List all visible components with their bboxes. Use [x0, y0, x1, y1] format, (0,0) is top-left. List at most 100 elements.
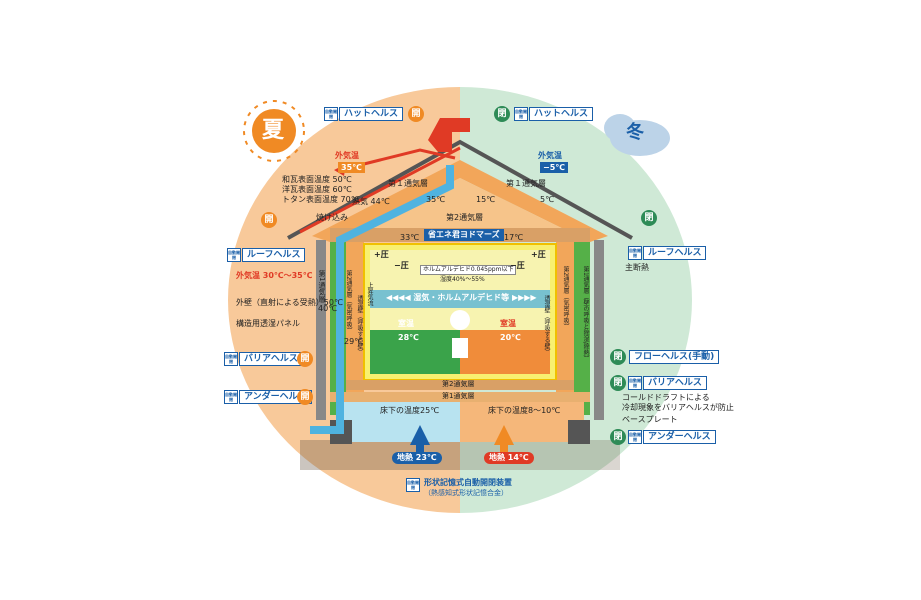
- note-panel: 構造用透湿パネル: [236, 319, 300, 328]
- wall-left-temp-40: 40℃: [318, 304, 338, 313]
- wall-left-layer1: 第1通気層: [318, 270, 326, 303]
- arrow-up-right: [494, 425, 514, 455]
- room-right-label: 室温: [500, 319, 516, 328]
- flow-health-label: フローヘルス(手動): [629, 350, 720, 364]
- auto-icon: 自動開閉: [628, 430, 642, 444]
- barrier-health-left-label: バリアヘルス: [239, 352, 303, 366]
- roof-health-right-label: ルーフヘルス: [643, 246, 707, 260]
- roof-health-left: 自動開閉 ルーフヘルス: [227, 248, 306, 262]
- attic-temp-33: 33℃: [400, 233, 420, 242]
- outside-temp-summer-value: 35℃: [338, 162, 365, 173]
- hat-health-left-label: ハットヘルス: [339, 107, 404, 121]
- roof-temp-35: 35℃: [426, 195, 446, 204]
- roof-health-left-label: ルーフヘルス: [242, 248, 306, 262]
- under-health-right-state: 閉: [610, 429, 626, 445]
- underfloor-left-temp: 床下の温度25℃: [380, 406, 440, 415]
- cloud-puff: [604, 114, 636, 142]
- pressure-plus-left: +圧: [374, 250, 389, 259]
- barrier-health-right-state: 閉: [610, 375, 626, 391]
- plant-pot: [452, 338, 468, 358]
- roof-health-right: 自動開閉 ルーフヘルス: [628, 246, 707, 260]
- floor-layer2: [346, 380, 574, 390]
- wall-right-layer1: 第1通気層（壁の呼吸と除湿/除熱）: [582, 266, 589, 362]
- attic-temp-17: 17℃: [504, 233, 524, 242]
- wall-right-permeable: 透湿壁（呼吸する壁）: [543, 295, 550, 355]
- winter-label: 冬: [626, 122, 644, 143]
- outside-temp-winter-value: −5℃: [540, 162, 568, 173]
- legend-auto-icon: 自動開閉: [406, 478, 420, 492]
- legend-badge: 自動開閉: [406, 478, 420, 492]
- hat-health-left-state: 開: [408, 106, 424, 122]
- roof-note-2: 洋瓦表面温度 60℃: [282, 185, 352, 194]
- roof-heat: 熱気 44℃: [352, 197, 390, 206]
- note-base-plate: ベースプレート: [622, 415, 678, 424]
- floor-layer1: [330, 392, 590, 402]
- room-right-value: 20℃: [500, 333, 521, 342]
- legend-line2: （熱感知式形状記憶合金）: [424, 489, 508, 497]
- under-health-left-state: 開: [297, 389, 313, 405]
- under-health-left: 自動開閉 アンダーヘルス: [224, 390, 312, 404]
- barrier-health-left-state: 開: [297, 351, 313, 367]
- wall-left-temp-29: 29℃: [344, 337, 364, 346]
- roof-health-right-state: 閉: [641, 210, 657, 226]
- roof-attic-left: [312, 160, 460, 242]
- auto-icon: 自動開閉: [628, 376, 642, 390]
- hat-vent: [428, 118, 470, 152]
- sun: [252, 109, 296, 153]
- roof-layer1-left: 第１通気層: [388, 179, 428, 188]
- pressure-plus-right: +圧: [531, 250, 546, 259]
- sun-ring: [243, 100, 305, 162]
- room-left-label: 室温: [398, 319, 414, 328]
- flow-health: フローヘルス(手動): [628, 350, 720, 364]
- roof-burn: 焼け込み: [316, 213, 348, 222]
- air-flow-band: ◀◀◀◀ 湿気・ホルムアルデヒド等 ▶▶▶▶: [386, 293, 537, 302]
- auto-icon: 自動開閉: [224, 352, 238, 366]
- foundation-right: [568, 420, 590, 444]
- roof-red-left: [299, 146, 461, 234]
- note-sunlight: 外壁（直射による受熱）50℃: [236, 298, 343, 307]
- roof-layer2: 第2通気層: [446, 213, 484, 222]
- floor-layer2-label: 第2通気層: [442, 380, 475, 388]
- auto-icon: 自動開閉: [324, 107, 338, 121]
- roof-temp-5: 5℃: [540, 195, 555, 204]
- wall-left-layer2: 第2通気層（気密呼吸）: [345, 270, 352, 334]
- ground-heat-left: 地熱 23℃: [392, 452, 442, 464]
- room-left-floor: [370, 330, 460, 374]
- outside-temp-summer-label: 外気温: [335, 151, 359, 160]
- auto-icon: 自動開閉: [227, 248, 241, 262]
- center-title: 省エネ君ヨドマーズ: [424, 229, 504, 241]
- roof-health-left-state: 開: [261, 212, 277, 228]
- wall-left-outer: [316, 240, 326, 420]
- auto-icon: 自動開閉: [224, 390, 238, 404]
- underfloor-right: [460, 402, 584, 442]
- wall-left-orange: [346, 240, 364, 415]
- summer-label: 夏: [262, 118, 285, 143]
- legend-line1: 形状記憶式自動開閉装置: [424, 478, 512, 487]
- barrier-health-right-label: バリアヘルス: [643, 376, 707, 390]
- airflow-pipe: [310, 165, 454, 434]
- roof-temp-15: 15℃: [476, 195, 496, 204]
- outside-temp-winter-label: 外気温: [538, 151, 562, 160]
- formaldehyde-limit: ホルムアルデヒド0.045ppm以下: [420, 265, 517, 275]
- barrier-health-right: 自動開閉 バリアヘルス: [628, 376, 707, 390]
- barrier-health-left: 自動開閉 バリアヘルス: [224, 352, 303, 366]
- wall-left-permeable: 透湿壁（呼吸する壁）: [356, 295, 363, 355]
- flow-health-state: 閉: [610, 349, 626, 365]
- outside-wall-range: 外気温 30℃〜35℃: [236, 271, 313, 280]
- plant-flower: [450, 310, 470, 330]
- roof-layer1-right: 第１通気層: [506, 179, 546, 188]
- roof-note-3: トタン表面温度 70℃: [282, 195, 360, 204]
- roof-attic-right: [460, 160, 608, 242]
- roof-outline: [287, 139, 633, 240]
- under-health-right: 自動開閉 アンダーヘルス: [628, 430, 716, 444]
- note-cold-draft-1: コールドドラフトによる: [622, 393, 710, 402]
- pressure-minus-right: −圧: [510, 261, 525, 270]
- humidity-range: 湿度40%〜55%: [440, 276, 485, 283]
- room-right-floor: [460, 330, 550, 374]
- hat-health-right-state: 閉: [494, 106, 510, 122]
- wall-right-layer2: 第2通気層（気密呼吸）: [562, 266, 569, 330]
- main-insulation: 主断熱: [625, 263, 649, 272]
- roof-note-1: 和瓦表面温度 50℃: [282, 175, 352, 184]
- arrow-up-left: [410, 425, 430, 455]
